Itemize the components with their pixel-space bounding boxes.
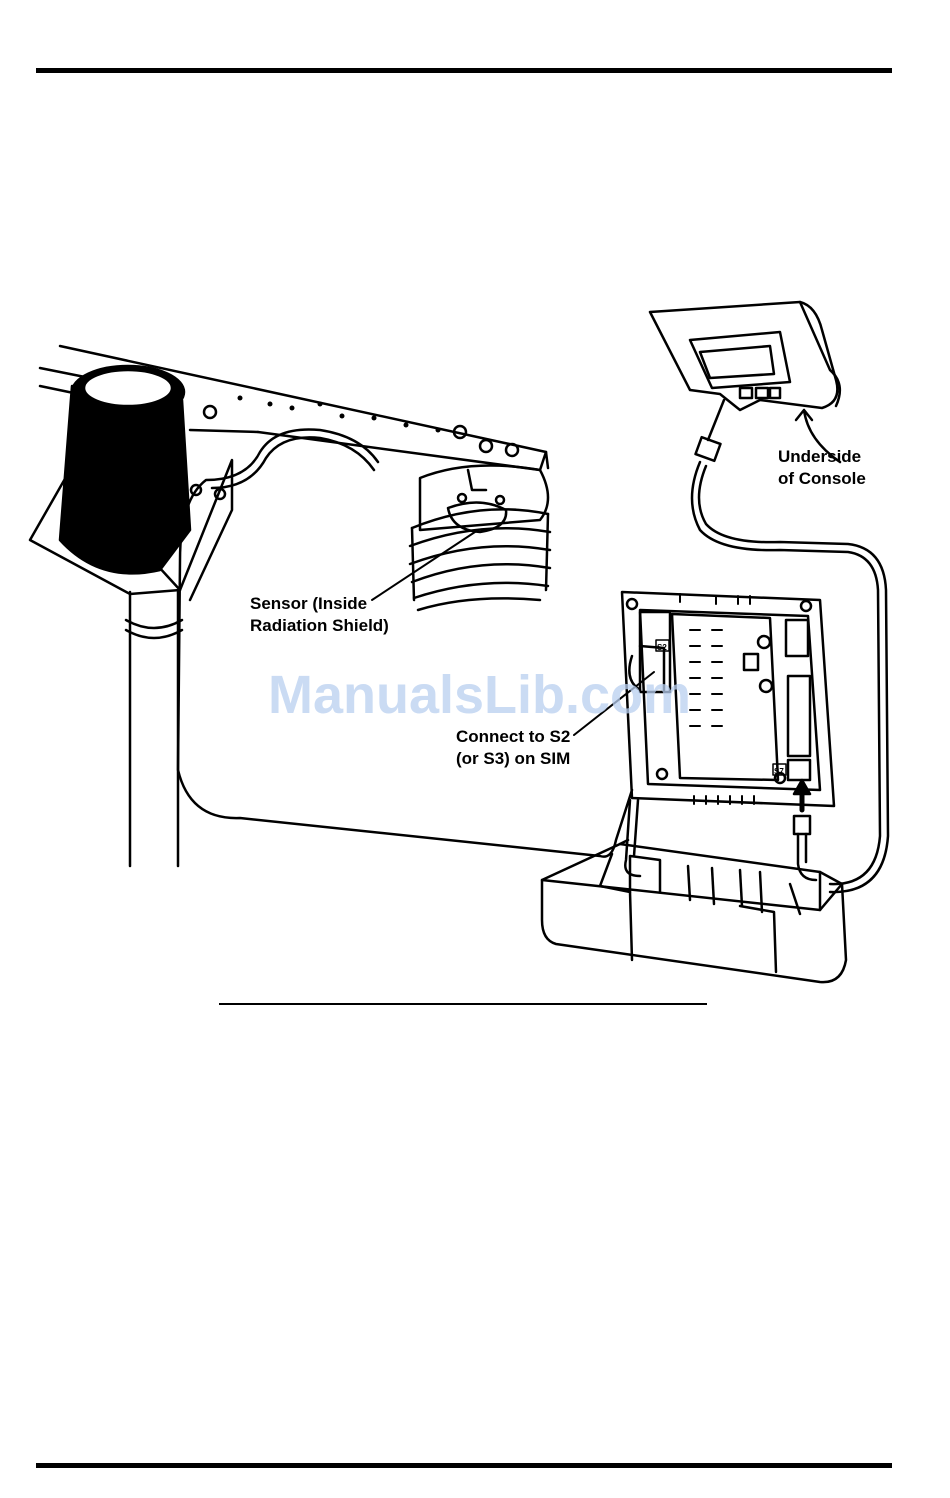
console-label-line1: Underside: [778, 446, 866, 468]
mounting-pole: [126, 592, 182, 866]
radiation-shield: [410, 466, 550, 611]
sensor-label-line2: Radiation Shield): [250, 615, 389, 637]
housing-base: [542, 840, 846, 982]
s7-mark: S7: [774, 767, 784, 776]
connect-label-line2: (or S3) on SIM: [456, 748, 570, 770]
sensor-label: Sensor (Inside Radiation Shield): [250, 593, 389, 637]
console: [650, 302, 840, 462]
s2-mark: S2: [657, 643, 667, 652]
watermark: ManualsLib.com: [268, 664, 691, 726]
sensor-cable: [178, 429, 632, 856]
sim-board: S2 S7: [622, 592, 834, 880]
sensor-label-line1: Sensor (Inside: [250, 593, 389, 615]
rain-collector: [60, 366, 190, 573]
console-label-line2: of Console: [778, 468, 866, 490]
connect-label-line1: Connect to S2: [456, 726, 570, 748]
console-label: Underside of Console: [778, 446, 866, 490]
bottom-rule: [36, 1463, 892, 1468]
connect-label: Connect to S2 (or S3) on SIM: [456, 726, 570, 770]
caption-rule: [219, 1003, 707, 1005]
